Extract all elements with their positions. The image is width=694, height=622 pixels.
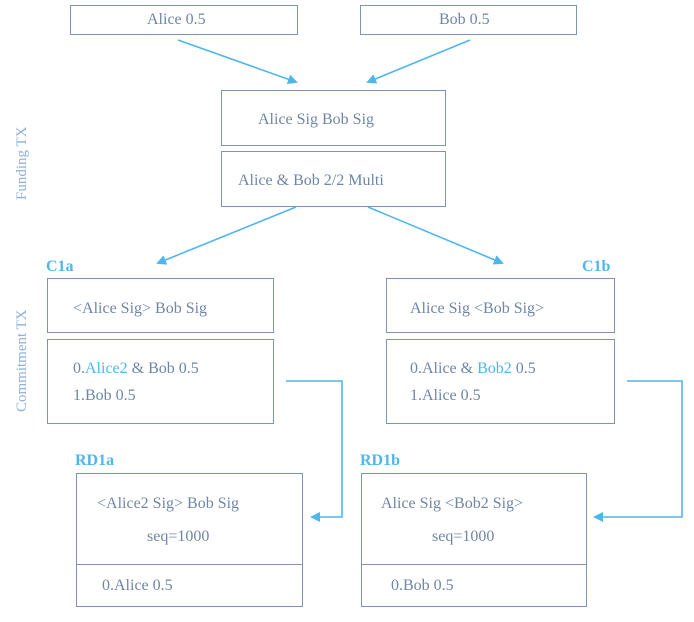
arrow-c1b-to-rd1b xyxy=(593,380,683,522)
c1b-output-1: 1.Alice 0.5 xyxy=(410,387,481,404)
rd1a-output-text: 0.Alice 0.5 xyxy=(102,577,173,594)
arrow-bob-to-funding xyxy=(366,39,471,84)
rd1b-output-text: 0.Bob 0.5 xyxy=(391,577,454,594)
rd1b-seq-text: seq=1000 xyxy=(432,528,495,545)
c1a-output-0: 0.Alice2 & Bob 0.5 xyxy=(73,360,199,378)
rd1a-divider xyxy=(77,564,302,565)
c1b-output-0-suffix: 0.5 xyxy=(511,360,536,377)
funding-output-text: Alice & Bob 2/2 Multi xyxy=(238,172,384,189)
funding-sigs-text: Alice Sig Bob Sig xyxy=(258,111,375,128)
c1a-output-0-prefix: 0. xyxy=(73,360,85,377)
c1a-output-1: 1.Bob 0.5 xyxy=(73,387,136,404)
arrow-alice-to-funding xyxy=(177,39,298,85)
rd1a-sigs-text: <Alice2 Sig> Bob Sig xyxy=(97,495,240,512)
arrow-funding-to-c1a xyxy=(156,206,297,265)
c1b-output-0-prefix: 0.Alice & xyxy=(410,360,478,377)
c1b-outputs-box: 0.Alice & Bob2 0.5 1.Alice 0.5 xyxy=(386,339,615,424)
rd1b-divider xyxy=(362,564,586,565)
c1a-output-0-highlight: Alice2 xyxy=(85,360,128,377)
rd1b-sigs-text: Alice Sig <Bob2 Sig> xyxy=(381,495,524,512)
c1b-sigs-box: Alice Sig <Bob Sig> xyxy=(386,278,615,333)
rd1a-label: RD1a xyxy=(75,452,115,469)
c1a-sigs-text: <Alice Sig> Bob Sig xyxy=(73,300,208,317)
c1a-output-0-suffix: & Bob 0.5 xyxy=(127,360,199,377)
c1a-label: C1a xyxy=(46,258,74,275)
arrow-funding-to-c1b xyxy=(367,206,504,265)
alice-input-box: Alice 0.5 xyxy=(70,5,298,35)
bob-input-box: Bob 0.5 xyxy=(360,5,577,35)
rd1b-box: Alice Sig <Bob2 Sig> seq=1000 0.Bob 0.5 xyxy=(361,473,587,607)
c1b-output-0: 0.Alice & Bob2 0.5 xyxy=(410,360,536,378)
funding-sigs-box: Alice Sig Bob Sig xyxy=(221,90,446,146)
alice-input-text: Alice 0.5 xyxy=(147,11,206,28)
rd1a-box: <Alice2 Sig> Bob Sig seq=1000 0.Alice 0.… xyxy=(76,473,303,607)
bob-input-text: Bob 0.5 xyxy=(439,11,490,28)
rd1a-seq-text: seq=1000 xyxy=(147,528,210,545)
rd1b-label: RD1b xyxy=(360,452,401,469)
c1a-sigs-box: <Alice Sig> Bob Sig xyxy=(47,278,274,333)
c1b-label: C1b xyxy=(582,258,611,275)
c1a-outputs-box: 0.Alice2 & Bob 0.5 1.Bob 0.5 xyxy=(47,339,274,424)
c1b-output-0-highlight: Bob2 xyxy=(477,360,512,377)
c1b-sigs-text: Alice Sig <Bob Sig> xyxy=(410,300,545,317)
funding-output-box: Alice & Bob 2/2 Multi xyxy=(221,151,446,207)
arrow-c1a-to-rd1a xyxy=(286,380,343,522)
